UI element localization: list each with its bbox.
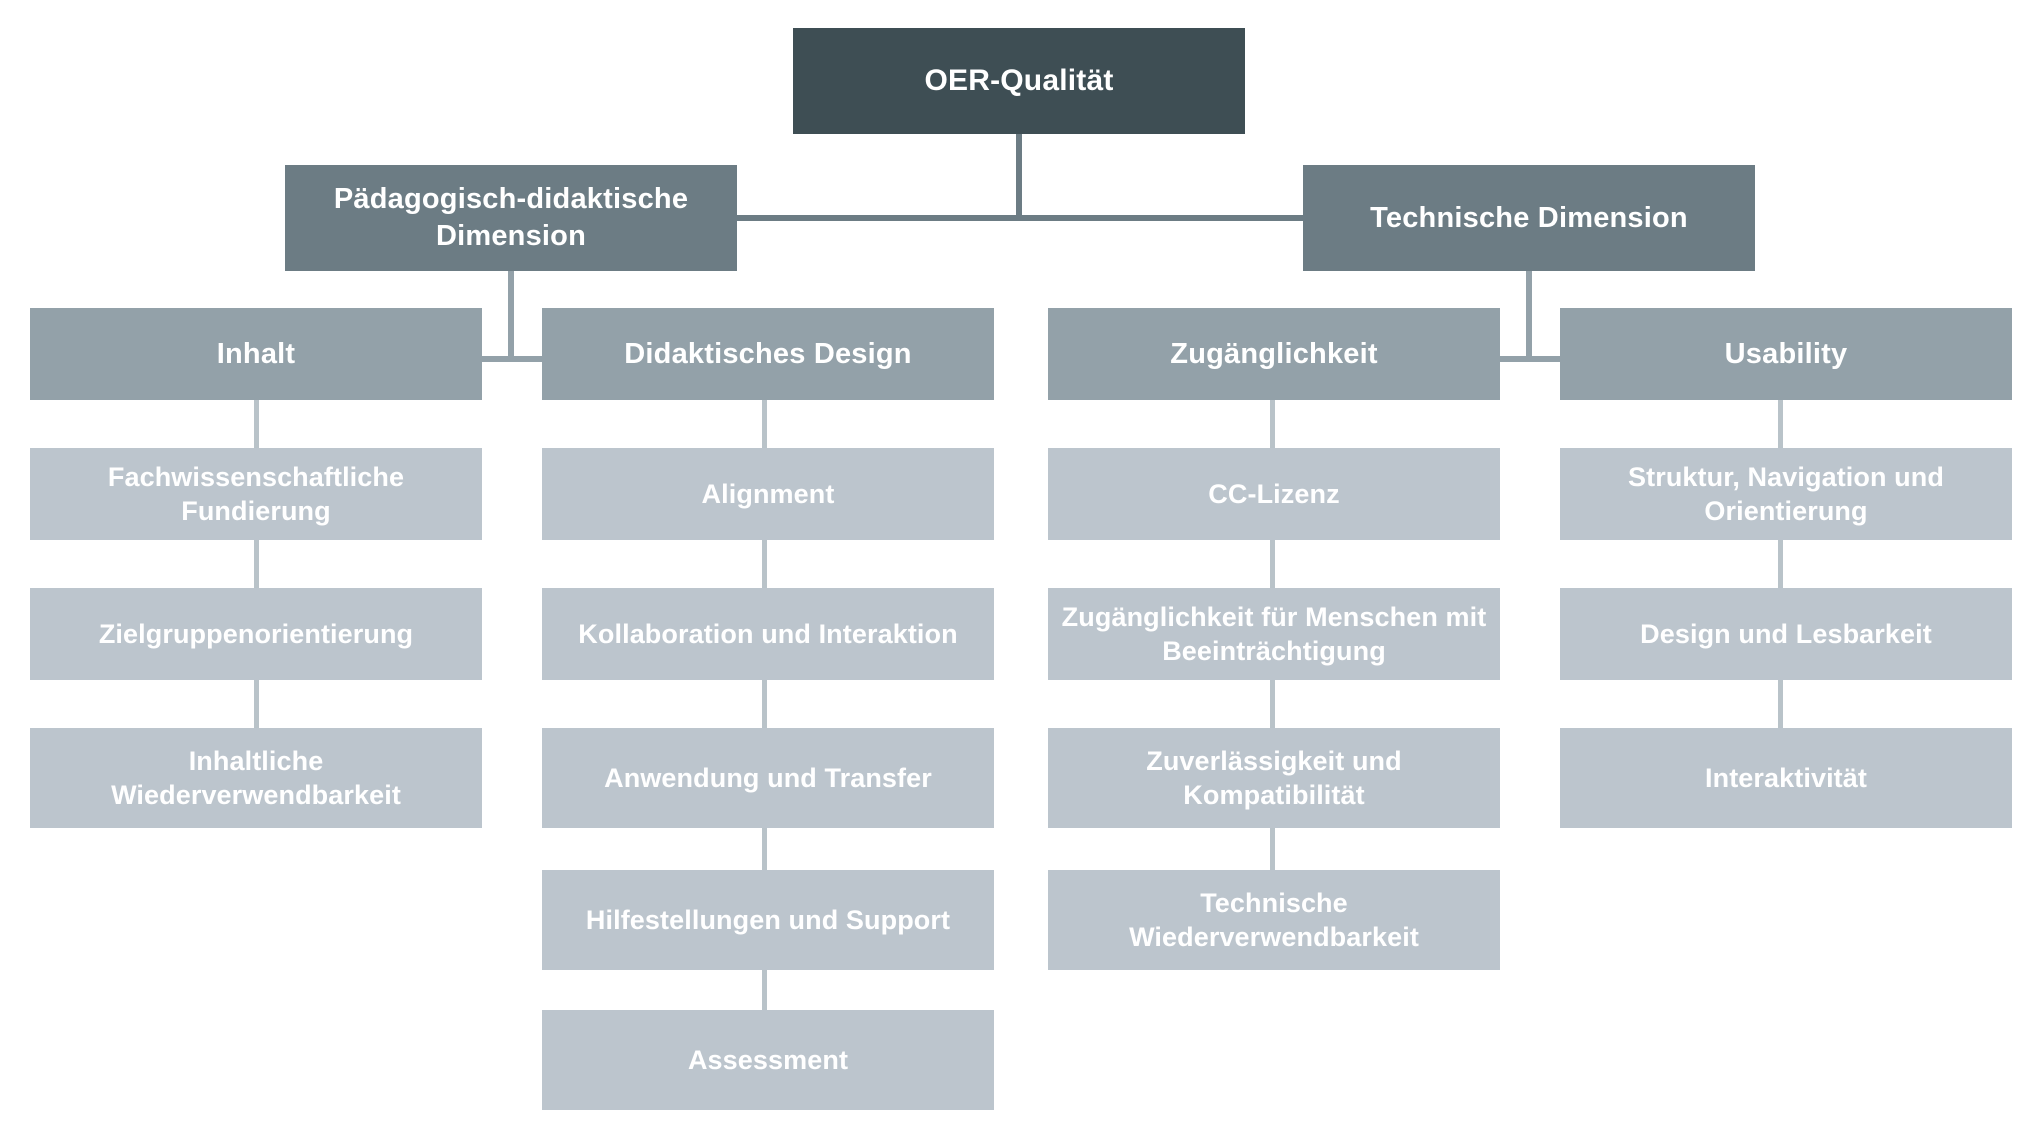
node-criterion-alignment[interactable]: Alignment bbox=[542, 448, 994, 540]
node-category-usability[interactable]: Usability bbox=[1560, 308, 2012, 400]
node-criterion-zuverlaessigkeit-und-kompatibilitaet[interactable]: Zuverlässigkeit und Kompatibilität bbox=[1048, 728, 1500, 828]
node-category-label: Usability bbox=[1724, 337, 1848, 370]
node-criterion-assessment[interactable]: Assessment bbox=[542, 1010, 994, 1110]
node-criterion-zugaenglichkeit-fuer-menschen-mit-beeintraechtigung[interactable]: Zugänglichkeit für Menschen mit Beeinträ… bbox=[1048, 588, 1500, 680]
node-category-label: Didaktisches Design bbox=[624, 337, 912, 370]
node-criterion-label: Kollaboration und Interaktion bbox=[578, 618, 958, 649]
connector-root-stem bbox=[1016, 134, 1022, 218]
node-criterion-label: Interaktivität bbox=[1705, 762, 1867, 793]
node-category-label: Inhalt bbox=[216, 337, 296, 370]
node-criterion-fachwissenschaftliche-fundierung[interactable]: Fachwissenschaftliche Fundierung bbox=[30, 448, 482, 540]
node-criterion-label: CC-Lizenz bbox=[1208, 478, 1340, 509]
node-root-label: OER-Qualität bbox=[924, 64, 1114, 98]
node-category-inhalt[interactable]: Inhalt bbox=[30, 308, 482, 400]
node-category-zugaenglichkeit[interactable]: Zugänglichkeit bbox=[1048, 308, 1500, 400]
node-criterion-struktur-navigation-und-orientierung[interactable]: Struktur, Navigation und Orientierung bbox=[1560, 448, 2012, 540]
node-category-label: Zugänglichkeit bbox=[1170, 337, 1378, 370]
node-criterion-design-und-lesbarkeit[interactable]: Design und Lesbarkeit bbox=[1560, 588, 2012, 680]
node-criterion-label: Zielgruppenorientierung bbox=[98, 618, 414, 649]
node-dimension-paedagogisch-didaktisch[interactable]: Pädagogisch-didaktische Dimension bbox=[285, 165, 737, 271]
connector-left-dimension-horizontal bbox=[482, 356, 542, 362]
node-criterion-label: Fachwissenschaftliche Fundierung bbox=[107, 461, 405, 526]
node-criterion-cc-lizenz[interactable]: CC-Lizenz bbox=[1048, 448, 1500, 540]
node-criterion-anwendung-und-transfer[interactable]: Anwendung und Transfer bbox=[542, 728, 994, 828]
connector-column-zugaenglichkeit bbox=[1270, 400, 1275, 966]
node-criterion-label: Struktur, Navigation und Orientierung bbox=[1628, 461, 1944, 526]
node-criterion-label: Zuverlässigkeit und Kompatibilität bbox=[1146, 745, 1402, 810]
node-criterion-hilfestellungen-und-support[interactable]: Hilfestellungen und Support bbox=[542, 870, 994, 970]
node-criterion-label: Design und Lesbarkeit bbox=[1640, 618, 1932, 649]
node-dimension-label: Pädagogisch-didaktische Dimension bbox=[333, 183, 689, 252]
node-criterion-interaktivitaet[interactable]: Interaktivität bbox=[1560, 728, 2012, 828]
node-dimension-label: Technische Dimension bbox=[1370, 201, 1688, 234]
connector-root-horizontal bbox=[737, 215, 1303, 221]
node-criterion-label: Zugänglichkeit für Menschen mit Beeinträ… bbox=[1061, 601, 1487, 666]
node-criterion-label: Anwendung und Transfer bbox=[604, 762, 932, 793]
node-criterion-technische-wiederverwendbarkeit[interactable]: Technische Wiederverwendbarkeit bbox=[1048, 870, 1500, 970]
node-criterion-label: Alignment bbox=[701, 478, 835, 509]
node-criterion-label: Hilfestellungen und Support bbox=[585, 904, 951, 935]
node-criterion-label: Inhaltliche Wiederverwendbarkeit bbox=[111, 745, 401, 810]
node-criterion-zielgruppenorientierung[interactable]: Zielgruppenorientierung bbox=[30, 588, 482, 680]
connector-right-dimension-stem bbox=[1526, 270, 1532, 360]
node-criterion-kollaboration-und-interaktion[interactable]: Kollaboration und Interaktion bbox=[542, 588, 994, 680]
node-criterion-inhaltliche-wiederverwendbarkeit[interactable]: Inhaltliche Wiederverwendbarkeit bbox=[30, 728, 482, 828]
node-category-didaktisches-design[interactable]: Didaktisches Design bbox=[542, 308, 994, 400]
node-root-oer-qualitaet[interactable]: OER-Qualität bbox=[793, 28, 1245, 134]
node-dimension-technisch[interactable]: Technische Dimension bbox=[1303, 165, 1755, 271]
connector-right-dimension-horizontal bbox=[1500, 356, 1560, 362]
node-criterion-label: Assessment bbox=[687, 1044, 849, 1075]
node-criterion-label: Technische Wiederverwendbarkeit bbox=[1129, 887, 1419, 952]
connector-left-dimension-stem bbox=[508, 270, 514, 360]
